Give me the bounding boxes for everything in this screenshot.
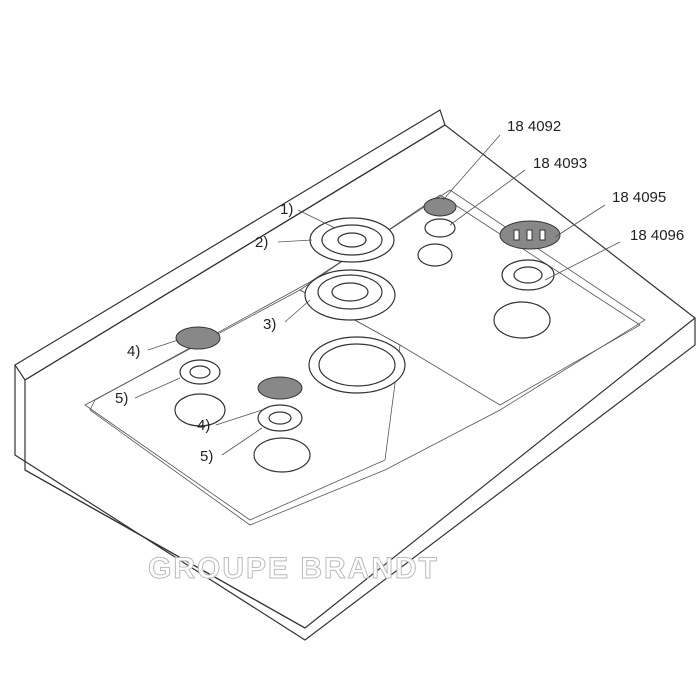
ref-label-3: 18 4095 [612, 189, 666, 206]
part-label-4-front: 4) [197, 417, 210, 434]
part-label-1: 1) [280, 201, 293, 218]
wok-burner [304, 217, 406, 394]
burner-front [253, 376, 311, 473]
part-label-3: 3) [263, 316, 276, 333]
burner-left [174, 326, 226, 427]
ref-label-2: 18 4093 [533, 155, 587, 172]
watermark: GROUPE BRANDT [148, 552, 439, 585]
leader-lines [134, 134, 621, 456]
burner-back-small [417, 197, 457, 267]
part-label-5-front: 5) [200, 448, 213, 465]
part-label-2: 2) [255, 234, 268, 251]
part-label-5-left: 5) [115, 390, 128, 407]
ref-label-4: 18 4096 [630, 227, 684, 244]
ref-label-1: 18 4092 [507, 118, 561, 135]
part-label-4-left: 4) [127, 343, 140, 360]
burner-right [493, 220, 561, 339]
